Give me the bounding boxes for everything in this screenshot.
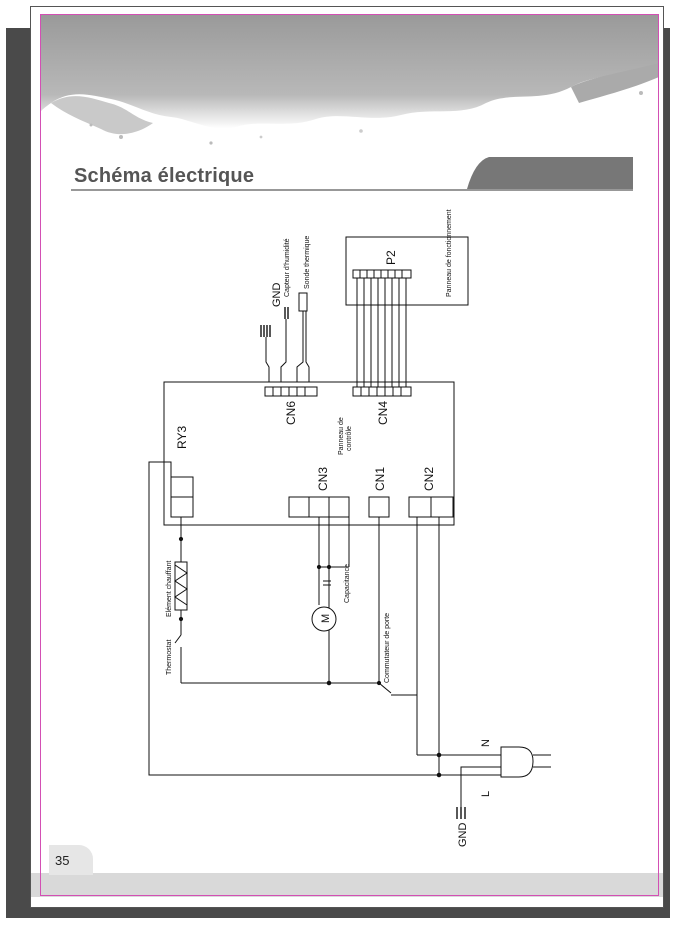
mains-branch [416,517,551,819]
control-panel-label-2: contrôle [346,426,353,451]
page-number-tab [49,845,93,875]
heating-element-label: Elément chauffant [166,561,173,617]
control-board [163,381,455,526]
humidity-sensor-label: Capteur d'humidité [284,238,291,297]
ry3-label: RY3 [175,426,189,449]
cn4-label: CN4 [376,401,390,425]
title-bar [71,157,633,191]
cn3-label: CN3 [316,467,330,491]
cn2-label: CN2 [422,467,436,491]
thermostat-label: Thermostat [166,640,173,675]
motor-branch [311,516,350,683]
p2-label: P2 [384,250,398,265]
door-switch-label: Commutateur de porte [384,613,391,683]
header-splash-art [41,15,659,145]
top-sensor-group [260,292,310,382]
motor-label: M [320,614,332,623]
capacitance-label: Capacitance [344,564,351,603]
footer-band [31,873,663,897]
thermal-probe-label: Sonde thermique [304,236,311,289]
ry3-return-wire [148,461,439,776]
cn6-label: CN6 [284,401,298,425]
live-label: L [480,791,492,797]
gnd-top-label: GND [271,283,283,308]
cn1-label: CN1 [373,467,387,491]
wiring-diagram: GND Capteur d'humidité Sonde thermique [148,209,551,848]
operation-panel-text: Panneau de fonctionnement [446,209,453,297]
gnd-bottom-label: GND [457,823,469,848]
operation-panel-label: Panneau de fonctionnement [446,209,453,297]
manual-page: Schéma électrique GND Capteur d'humidité… [30,6,664,908]
operation-panel-p2 [345,236,469,387]
heating-branch [174,517,381,686]
page-title: Schéma électrique [74,165,255,187]
neutral-label: N [480,739,492,747]
page-number: 35 [55,853,70,868]
control-panel-label-1: Panneau de [338,417,345,455]
